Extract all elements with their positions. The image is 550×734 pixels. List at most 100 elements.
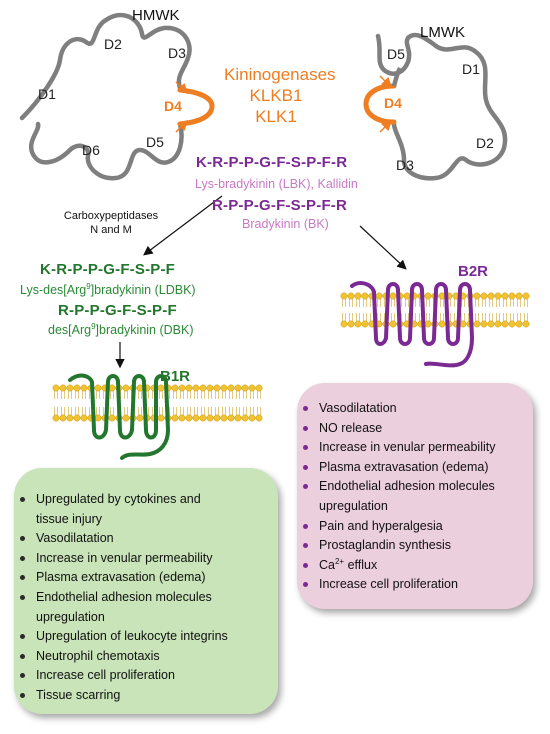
- kininogenase-klkb1: KLKB1: [249, 86, 303, 105]
- lipid-head: [241, 414, 249, 422]
- lipid-head: [213, 384, 221, 392]
- lipid-head: [52, 414, 60, 422]
- lipid-head: [234, 414, 242, 422]
- lipid-head: [473, 292, 481, 300]
- lipid-head: [340, 320, 348, 328]
- lipid-head: [136, 414, 144, 422]
- lipid-head: [171, 384, 179, 392]
- ldbk-name: Lys-des[Arg9]bradykinin (LDBK): [20, 281, 196, 297]
- b1r-receptor: [68, 373, 170, 460]
- lmwk-domain-d3: D3: [396, 157, 414, 173]
- kininogenases-title: Kininogenases: [224, 65, 336, 84]
- b1r-effect-item: Tissue scarring: [14, 686, 278, 706]
- b2r-receptor: [350, 281, 474, 368]
- lipid-head: [424, 292, 432, 300]
- dbk-sequence: R-P-P-G-F-S-P-F: [58, 302, 177, 319]
- lipid-head: [66, 384, 74, 392]
- lmwk-domain-d5: D5: [387, 46, 405, 62]
- hmwk-domain-d6: D6: [82, 142, 100, 158]
- b1r-effect-item: Plasma extravasation (edema): [14, 568, 278, 588]
- lipid-head: [157, 384, 165, 392]
- lipid-head: [73, 414, 81, 422]
- kininogenase-klk1: KLK1: [255, 107, 297, 126]
- b2r-effect-item: Plasma extravasation (edema): [297, 458, 533, 478]
- lipid-head: [199, 384, 207, 392]
- lipid-head: [178, 384, 186, 392]
- lipid-head: [508, 320, 516, 328]
- bk-name: Bradykinin (BK): [242, 217, 329, 231]
- lipid-head: [340, 292, 348, 300]
- b2r-effect-item: Ca2+ efflux: [297, 556, 533, 576]
- b2r-effect-item: Increase in venular permeability: [297, 438, 533, 458]
- lipid-head: [494, 292, 502, 300]
- hmwk-domain-d2: D2: [104, 36, 122, 52]
- lipid-head: [255, 414, 263, 422]
- lbk-name: Lys-bradykinin (LBK), Kallidin: [195, 177, 358, 191]
- bk-sequence: R-P-P-G-F-S-P-F-R: [212, 197, 348, 214]
- hmwk-d4-loop: [177, 87, 215, 127]
- lipid-head: [241, 384, 249, 392]
- lipid-head: [220, 414, 228, 422]
- lipid-head: [501, 320, 509, 328]
- b1r-effect-item: Increase in venular permeability: [14, 549, 278, 569]
- lipid-head: [522, 320, 530, 328]
- carboxypeptidases-label: Carboxypeptidases N and M: [46, 209, 176, 237]
- lipid-head: [248, 414, 256, 422]
- lipid-head: [480, 292, 488, 300]
- lipid-head: [248, 384, 256, 392]
- lipid-head: [227, 384, 235, 392]
- b1r-label: B1R: [160, 368, 191, 385]
- lipid-head: [480, 320, 488, 328]
- lipid-head: [206, 384, 214, 392]
- b2r-effect-item: Increase cell proliferation: [297, 575, 533, 595]
- lipid-head: [473, 320, 481, 328]
- lipid-head: [487, 320, 495, 328]
- lmwk-domain-d4: D4: [384, 95, 402, 111]
- lipid-head: [255, 384, 263, 392]
- b1r-effect-item: Neutrophil chemotaxis: [14, 647, 278, 667]
- lmwk-title: LMWK: [420, 24, 465, 41]
- lmwk-chain: [375, 32, 508, 181]
- lipid-head: [157, 414, 165, 422]
- lipid-head: [80, 384, 88, 392]
- lipid-head: [185, 414, 193, 422]
- b2r-effects-box: Vasodilatation NO release Increase in ve…: [297, 383, 533, 609]
- lipid-head: [347, 292, 355, 300]
- lipid-head: [199, 414, 207, 422]
- lipid-head: [361, 292, 369, 300]
- lipid-head: [234, 384, 242, 392]
- lipid-head: [515, 292, 523, 300]
- lipid-head: [185, 384, 193, 392]
- lipid-head: [515, 320, 523, 328]
- lipid-head: [80, 414, 88, 422]
- lipid-head: [227, 414, 235, 422]
- hmwk-domain-d3: D3: [168, 45, 186, 61]
- lipid-head: [122, 384, 130, 392]
- lipid-head: [389, 320, 397, 328]
- lipid-head: [403, 292, 411, 300]
- lipid-head: [375, 292, 383, 300]
- arrow-to-carboxypeptidases: [143, 195, 223, 256]
- carboxypeptidases-line2: N and M: [90, 224, 132, 236]
- lipid-head: [171, 414, 179, 422]
- lipid-head: [73, 384, 81, 392]
- b2r-effect-item: Prostaglandin synthesis: [297, 536, 533, 556]
- lipid-head: [213, 414, 221, 422]
- lipid-head: [438, 320, 446, 328]
- lipid-head: [361, 320, 369, 328]
- hmwk-domain-d5: D5: [146, 134, 164, 150]
- ldbk-sequence: K-R-P-P-G-F-S-P-F: [40, 261, 176, 278]
- lipid-head: [192, 414, 200, 422]
- lipid-head: [94, 384, 102, 392]
- lipid-head: [59, 414, 67, 422]
- lipid-head: [178, 414, 186, 422]
- b2r-effect-item: Pain and hyperalgesia: [297, 517, 533, 537]
- lipid-head: [501, 292, 509, 300]
- hmwk-domain-d1: D1: [38, 86, 56, 102]
- b1r-effect-item: Vasodilatation: [14, 529, 278, 549]
- lbk-sequence: K-R-P-P-G-F-S-P-F-R: [196, 154, 348, 171]
- b1r-effect-item: Upregulation of leukocyte integrins: [14, 627, 278, 647]
